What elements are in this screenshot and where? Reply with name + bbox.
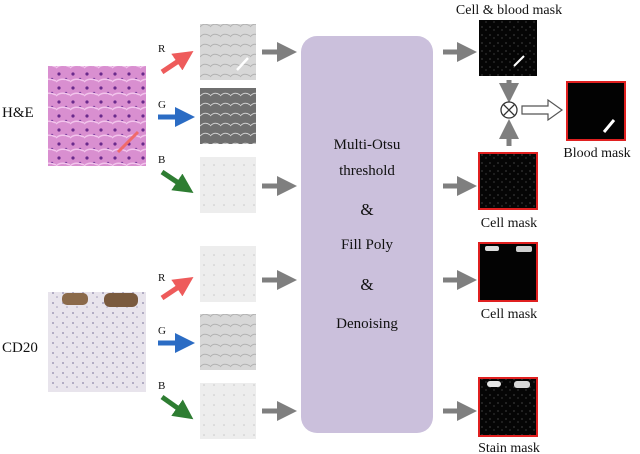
- he-channel-g-label: G: [158, 99, 166, 111]
- he-blue-channel-arrow: [160, 169, 194, 193]
- he-r-channel-image: [200, 24, 256, 80]
- process-box: [301, 36, 433, 433]
- stain-mask-highlight-2: [514, 381, 530, 388]
- stain-mask-highlight-1: [487, 381, 501, 387]
- process-line-1: Multi-Otsu: [334, 137, 401, 153]
- cd20-cell-mask-highlight-1: [485, 246, 499, 251]
- cd20-channel-r-label: R: [158, 272, 166, 284]
- process-line-2: threshold: [339, 163, 395, 179]
- blood-mask-label: Blood mask: [563, 146, 630, 161]
- cd20-label: CD20: [2, 340, 38, 356]
- cd20-cell-mask-highlight-2: [516, 246, 532, 252]
- he-image-vessel: [116, 130, 140, 154]
- cd20-image-stain-1: [62, 293, 88, 305]
- cd20-red-channel-arrow: [160, 277, 194, 301]
- xor-operator-stroke-2: [503, 104, 515, 116]
- cell-blood-mask-image: [479, 20, 537, 76]
- process-line-5: &: [360, 275, 373, 294]
- he-r-channel-highlight: [236, 57, 249, 71]
- cell-blood-mask-label: Cell & blood mask: [456, 3, 562, 18]
- cd20-channel-b-label: B: [158, 380, 165, 392]
- he-b-channel-image: [200, 157, 256, 213]
- cd20-b-channel-image: [200, 383, 256, 439]
- cd20-image-stain-2: [104, 293, 138, 307]
- process-line-6: Denoising: [336, 316, 398, 332]
- he-g-channel-image: [200, 88, 256, 144]
- he-channel-b-label: B: [158, 154, 165, 166]
- blood-mask-spot: [602, 119, 616, 133]
- he-label: H&E: [2, 105, 34, 121]
- cd20-cell-mask-label: Cell mask: [481, 307, 537, 322]
- cd20-r-channel-image: [200, 246, 256, 302]
- process-line-4: Fill Poly: [341, 237, 394, 253]
- he-red-channel-arrow: [160, 51, 194, 75]
- he-channel-r-label: R: [158, 43, 166, 55]
- he-image: [48, 66, 146, 166]
- cd20-blue-channel-arrow: [160, 394, 194, 420]
- cd20-image: [48, 292, 146, 392]
- process-line-3: &: [360, 200, 373, 219]
- cd20-g-channel-image: [200, 314, 256, 370]
- cell-blood-mask-blood-spot: [513, 55, 525, 67]
- he-cell-mask-image: [478, 152, 538, 210]
- hollow-arrow-to-blood-mask: [521, 98, 564, 122]
- stain-mask-label: Stain mask: [478, 441, 540, 454]
- blood-mask-image: [566, 81, 626, 141]
- cd20-cell-mask-image: [478, 242, 538, 302]
- he-cell-mask-label: Cell mask: [481, 216, 537, 231]
- cd20-channel-g-label: G: [158, 325, 166, 337]
